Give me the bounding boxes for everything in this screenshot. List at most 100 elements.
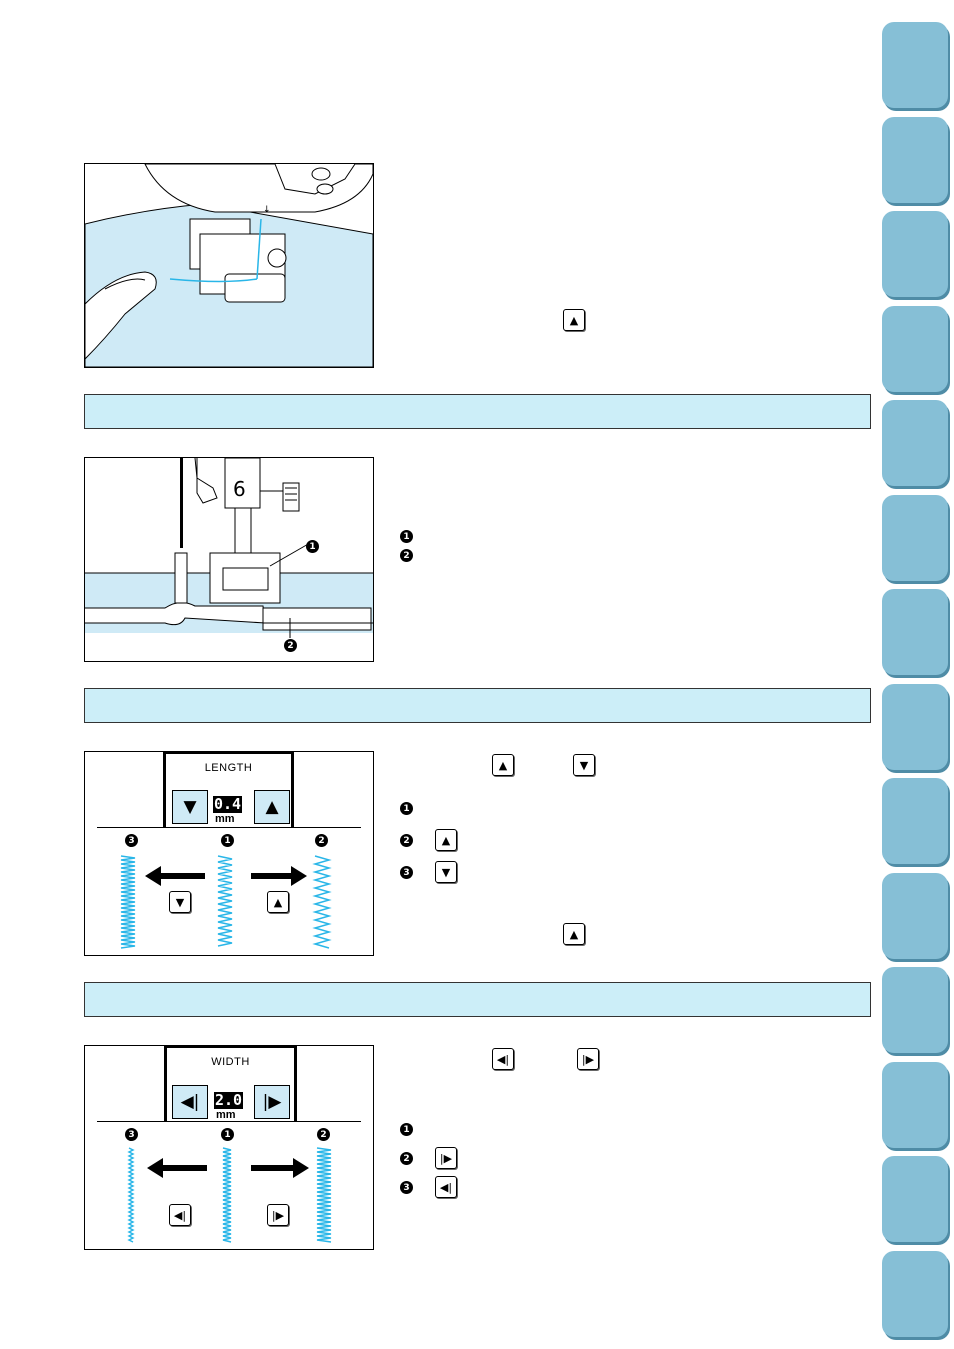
width-unit: mm <box>216 1109 236 1121</box>
side-tab-14[interactable] <box>882 1251 948 1337</box>
length-display-panel: LENGTH ▼ 0.4 mm ▲ <box>163 752 294 827</box>
reverse-stitch-button-icon: ▲ <box>563 309 585 331</box>
up-triangle-icon: ▲ <box>569 313 579 327</box>
width-display-panel: WIDTH ◀| 2.0 mm |▶ <box>164 1046 297 1121</box>
up-triangle-icon: ▲ <box>569 927 579 941</box>
right-arrowhead-icon <box>291 866 307 886</box>
side-tab-7[interactable] <box>882 589 948 675</box>
width-item-1-marker: 1 <box>400 1123 413 1136</box>
legend-marker-1: 1 <box>400 530 413 543</box>
increase-arrow <box>251 873 295 879</box>
length-decrease-button[interactable]: ▼ <box>172 790 208 824</box>
narrow-stitch-sample <box>127 1147 135 1243</box>
side-tab-9[interactable] <box>882 778 948 864</box>
width-value: 2.0 <box>214 1091 244 1109</box>
left-bar-triangle-icon: ◀| <box>180 1092 200 1112</box>
section-header-band-3 <box>84 982 871 1017</box>
length-item-3-marker: 3 <box>400 866 413 879</box>
down-triangle-icon: ▼ <box>183 797 197 817</box>
panel-divider <box>97 827 361 828</box>
left-arrowhead-icon <box>147 1158 163 1178</box>
width-marker-2: 2 <box>317 1128 330 1141</box>
length-dec-key: ▼ <box>573 754 595 776</box>
width-item-3-marker: 3 <box>400 1181 413 1194</box>
right-bar-triangle-icon: |▶ <box>262 1092 282 1112</box>
needle-arrow-label: ↓ <box>263 205 271 215</box>
width-stitch-samples <box>127 1147 332 1243</box>
section-header-band-1 <box>84 394 871 429</box>
left-arrowhead-icon <box>145 866 161 886</box>
down-triangle-icon: ▼ <box>175 895 185 909</box>
up-triangle-icon: ▲ <box>265 797 279 817</box>
side-tab-4[interactable] <box>882 306 948 392</box>
left-bar-triangle-icon: ◀| <box>173 1208 187 1222</box>
length-increase-button[interactable]: ▲ <box>254 790 290 824</box>
down-triangle-icon: ▼ <box>441 865 451 879</box>
foot-letter: 6 <box>233 477 246 501</box>
width-dec-key: ◀| <box>492 1048 514 1070</box>
buttonhole-foot-illustration: 6 <box>84 457 374 662</box>
width-item-2-marker: 2 <box>400 1152 413 1165</box>
decrease-arrow <box>157 873 205 879</box>
section-header-band-2 <box>84 688 871 723</box>
width-adjust-illustration: WIDTH ◀| 2.0 mm |▶ 3 1 2 ◀| |▶ <box>84 1045 374 1250</box>
width-marker-3: 3 <box>125 1128 138 1141</box>
medium-width-stitch-sample <box>222 1147 232 1243</box>
decrease-arrow <box>161 1165 207 1171</box>
side-tab-2[interactable] <box>882 117 948 203</box>
length-down-mini-button: ▼ <box>169 891 191 913</box>
length-unit: mm <box>215 813 235 825</box>
side-tab-3[interactable] <box>882 211 948 297</box>
length-value: 0.4 <box>213 795 243 813</box>
up-triangle-icon: ▲ <box>498 758 508 772</box>
width-label: WIDTH <box>211 1056 250 1068</box>
side-tab-1[interactable] <box>882 22 948 108</box>
up-triangle-icon: ▲ <box>441 833 451 847</box>
right-bar-triangle-icon: |▶ <box>271 1208 285 1222</box>
right-arrowhead-icon <box>293 1158 309 1178</box>
threading-illustration: ↓ <box>84 163 374 368</box>
callout-1-marker: 1 <box>306 540 319 553</box>
length-up-mini-button: ▲ <box>267 891 289 913</box>
right-bar-triangle-icon: |▶ <box>581 1052 595 1066</box>
length-item-3-key: ▼ <box>435 861 457 883</box>
length-adjust-illustration: LENGTH ▼ 0.4 mm ▲ 3 1 2 ▼ ▲ <box>84 751 374 956</box>
side-tab-5[interactable] <box>882 400 948 486</box>
open-stitch-sample <box>312 855 332 949</box>
width-item-3-key: ◀| <box>435 1176 457 1198</box>
length-item-2-marker: 2 <box>400 834 413 847</box>
callout-2-marker: 2 <box>284 639 297 652</box>
left-bar-triangle-icon: ◀| <box>439 1180 453 1194</box>
legend-marker-2: 2 <box>400 549 413 562</box>
side-tab-8[interactable] <box>882 684 948 770</box>
length-note-key: ▲ <box>563 923 585 945</box>
side-tab-13[interactable] <box>882 1156 948 1242</box>
width-marker-1: 1 <box>221 1128 234 1141</box>
length-item-1-marker: 1 <box>400 802 413 815</box>
length-inc-key: ▲ <box>492 754 514 776</box>
down-triangle-icon: ▼ <box>579 758 589 772</box>
length-marker-3: 3 <box>125 834 138 847</box>
up-triangle-icon: ▲ <box>273 895 283 909</box>
width-increase-button[interactable]: |▶ <box>254 1085 290 1119</box>
length-marker-1: 1 <box>221 834 234 847</box>
width-decrease-button[interactable]: ◀| <box>172 1085 208 1119</box>
side-tab-10[interactable] <box>882 873 948 959</box>
length-stitch-samples <box>120 855 332 949</box>
wide-stitch-sample <box>316 1147 332 1243</box>
side-tab-6[interactable] <box>882 495 948 581</box>
width-inc-key: |▶ <box>577 1048 599 1070</box>
length-marker-2: 2 <box>315 834 328 847</box>
increase-arrow <box>251 1165 297 1171</box>
medium-stitch-sample <box>217 855 233 947</box>
side-tab-12[interactable] <box>882 1062 948 1148</box>
left-bar-triangle-icon: ◀| <box>496 1052 510 1066</box>
side-tab-11[interactable] <box>882 967 948 1053</box>
width-right-mini-button: |▶ <box>267 1204 289 1226</box>
panel-divider <box>97 1121 361 1122</box>
length-label: LENGTH <box>204 762 253 774</box>
dense-stitch-sample <box>120 855 136 949</box>
width-left-mini-button: ◀| <box>169 1204 191 1226</box>
length-item-2-key: ▲ <box>435 829 457 851</box>
width-item-2-key: |▶ <box>435 1147 457 1169</box>
